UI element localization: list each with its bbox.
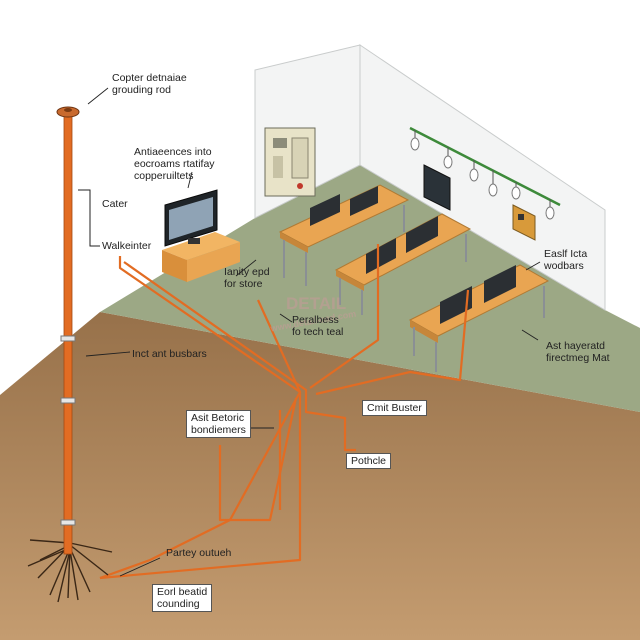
ceiling-light-rail bbox=[409, 126, 561, 220]
monitor-icon bbox=[440, 286, 472, 324]
ceiling-lamp-icon bbox=[410, 130, 555, 220]
label-earth: Eorl beatid counding bbox=[152, 584, 213, 612]
label-busbar-center: Cmit Buster bbox=[362, 400, 427, 416]
floor bbox=[100, 165, 640, 412]
ground-rod-cap-icon bbox=[56, 106, 80, 118]
monitor-icon bbox=[406, 216, 438, 253]
label-antennas: Antiaeences into eocroams rtatifay coppe… bbox=[134, 146, 215, 182]
label-cater: Cater bbox=[102, 198, 128, 210]
label-party: Partey outueh bbox=[166, 547, 232, 559]
watermark-text: DETAIL bbox=[286, 294, 347, 313]
rail-line bbox=[409, 126, 561, 207]
label-grounding-rod: Copter detnaiae grouding rod bbox=[112, 72, 187, 96]
workbench-middle bbox=[334, 213, 472, 315]
right-wall bbox=[359, 44, 606, 311]
workbench-front bbox=[408, 264, 550, 372]
label-pothole: Pothcle bbox=[346, 453, 392, 469]
monitor-icon bbox=[366, 238, 396, 274]
grounding-conductors bbox=[99, 244, 470, 580]
label-bracket bbox=[78, 189, 100, 247]
label-bench-front: Ianity epd for store bbox=[224, 266, 270, 290]
monitor-icon bbox=[164, 189, 218, 247]
label-bench-middle: Peralbess fo tech teal bbox=[292, 314, 344, 338]
monitor-icon bbox=[484, 265, 516, 303]
label-mat: Ast hayeratd firectmeg Mat bbox=[546, 340, 610, 364]
monitor-icon bbox=[310, 194, 340, 226]
monitor-icon bbox=[350, 186, 378, 216]
label-bonding: Asit Betoric bondiemers bbox=[186, 410, 251, 438]
workbench-back bbox=[278, 184, 410, 286]
computer-desk bbox=[162, 189, 240, 282]
copper-ground-rod bbox=[56, 106, 80, 555]
label-busbars: Inct ant busbars bbox=[132, 348, 207, 360]
label-walkenter: Walkeinter bbox=[102, 240, 152, 252]
equipment-cabinet-icon bbox=[264, 127, 316, 197]
label-bench-right: Easlf Icta wodbars bbox=[544, 248, 588, 272]
wall-panel-icon bbox=[423, 164, 536, 241]
